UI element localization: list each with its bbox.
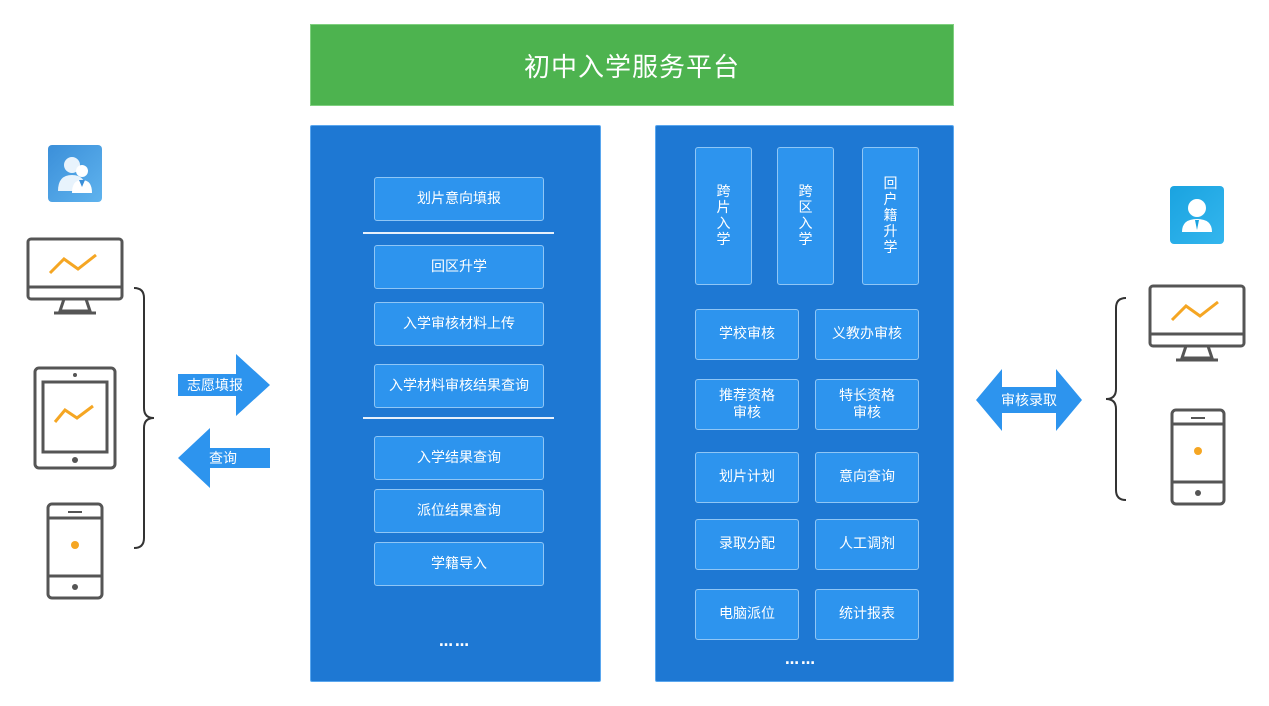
platform-title: 初中入学服务平台: [310, 24, 954, 106]
vchar: 入: [716, 216, 731, 232]
vchar: 学: [883, 240, 898, 257]
admin-user-icon: [1170, 186, 1224, 244]
monitor-icon: [26, 237, 124, 317]
submit-arrow: 志愿填报: [178, 354, 270, 416]
item-cross-district-zone[interactable]: 跨 片 入 学: [695, 147, 752, 285]
item-edu-office-audit[interactable]: 义教办审核: [815, 309, 919, 360]
divider-1: [363, 232, 554, 234]
item-upload-materials[interactable]: 入学审核材料上传: [374, 302, 544, 346]
item-intent-query[interactable]: 意向查询: [815, 452, 919, 503]
vchar: 户: [883, 191, 898, 208]
more-ellipsis: ……: [439, 634, 471, 650]
right-brace: [1100, 296, 1128, 502]
item-student-record-import[interactable]: 学籍导入: [374, 542, 544, 586]
vchar: 升: [883, 224, 898, 241]
citizen-services-panel: 划片意向填报 回区升学 入学审核材料上传 入学材料审核结果查询 入学结果查询 派…: [310, 125, 601, 682]
item-allocation-result-query[interactable]: 派位结果查询: [374, 489, 544, 533]
vchar: 学: [798, 232, 813, 249]
item-admission-allocation[interactable]: 录取分配: [695, 519, 799, 570]
query-arrow-label: 查询: [209, 451, 237, 467]
item-computer-lottery[interactable]: 电脑派位: [695, 589, 799, 640]
item-district-intent[interactable]: 划片意向填报: [374, 177, 544, 221]
vchar: 籍: [883, 207, 898, 224]
admin-phone-icon: [1170, 408, 1226, 506]
item-audit-result-query[interactable]: 入学材料审核结果查询: [374, 364, 544, 408]
admin-services-panel: 跨 片 入 学 跨 区 入 学 回 户 籍 升 学 学校审核 义教办审核 推荐资…: [655, 125, 954, 682]
item-school-audit[interactable]: 学校审核: [695, 309, 799, 360]
vchar: 跨: [798, 183, 813, 200]
item-manual-adjust[interactable]: 人工调剂: [815, 519, 919, 570]
audit-admission-label: 审核录取: [1001, 393, 1057, 409]
vchar: 片: [716, 199, 731, 216]
item-cross-region[interactable]: 跨 区 入 学: [777, 147, 834, 285]
vchar: 区: [798, 199, 813, 216]
item-admission-result-query[interactable]: 入学结果查询: [374, 436, 544, 480]
left-brace: [132, 286, 162, 550]
submit-arrow-label: 志愿填报: [187, 378, 243, 394]
item-zone-plan[interactable]: 划片计划: [695, 452, 799, 503]
vchar: 跨: [716, 183, 731, 200]
vchar: 入: [798, 216, 813, 232]
item-return-district[interactable]: 回区升学: [374, 245, 544, 289]
phone-icon: [46, 502, 104, 600]
item-recommend-audit[interactable]: 推荐资格 审核: [695, 379, 799, 430]
vchar: 回: [883, 175, 898, 192]
more-ellipsis: ……: [785, 652, 817, 668]
query-arrow: 查询: [178, 428, 270, 488]
divider-2: [363, 417, 554, 419]
users-icon: [48, 145, 102, 202]
vchar: 学: [716, 232, 731, 249]
item-stat-report[interactable]: 统计报表: [815, 589, 919, 640]
item-talent-audit[interactable]: 特长资格 审核: [815, 379, 919, 430]
admin-monitor-icon: [1148, 284, 1246, 364]
item-hukou-return[interactable]: 回 户 籍 升 学: [862, 147, 919, 285]
tablet-icon: [33, 366, 117, 470]
audit-admission-arrow: 审核录取: [976, 369, 1082, 431]
